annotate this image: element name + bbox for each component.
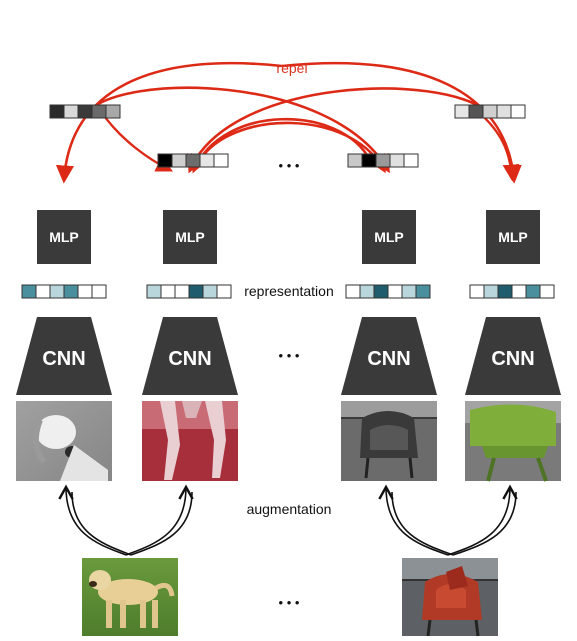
mlp-label-4: MLP (498, 229, 528, 245)
vector-cell (361, 153, 377, 168)
vector-cell (539, 284, 555, 299)
vector-cell (105, 104, 121, 119)
mlp-label-2: MLP (175, 229, 205, 245)
vector-cell (468, 104, 484, 119)
cnn-block-4: CNN (465, 317, 561, 395)
vector-cell (174, 284, 190, 299)
vector-cell (202, 284, 218, 299)
augmented-image-chair-gray (341, 401, 437, 481)
vector-cell (415, 284, 431, 299)
vector-cell (373, 284, 389, 299)
cnn-label-2: CNN (168, 348, 211, 370)
original-image-chair (402, 558, 498, 637)
vector-cell (375, 153, 391, 168)
vector-cell (35, 284, 51, 299)
vector-cell (171, 153, 187, 168)
augmented-image-dog-gray (16, 401, 112, 481)
vector-cell (49, 284, 65, 299)
vector-cell (63, 284, 79, 299)
vector-cell (213, 153, 229, 168)
vector-cell (387, 284, 403, 299)
vector-cell (389, 153, 405, 168)
mlp-block-2: MLP (163, 210, 217, 264)
ellipsis-bottom: • • • (279, 595, 300, 610)
vector-cell (157, 153, 173, 168)
vector-cell (511, 284, 527, 299)
vector-cell (91, 104, 107, 119)
vector-cell (63, 104, 79, 119)
ellipsis-middle: • • • (279, 348, 300, 363)
vector-cell (188, 284, 204, 299)
repel-arrow-outer-left (55, 61, 283, 184)
repel-arrow-right-to-mid (187, 87, 489, 174)
vector-cell (160, 284, 176, 299)
cnn-block-2: CNN (142, 317, 238, 395)
representation-vector-1 (21, 284, 107, 299)
mlp-block-3: MLP (362, 210, 416, 264)
vector-cell (510, 104, 526, 119)
representation-label: representation (244, 283, 334, 299)
cnn-label-4: CNN (491, 348, 534, 370)
vector-cell (403, 153, 419, 168)
cnn-block-3: CNN (341, 317, 437, 395)
vector-cell (347, 153, 363, 168)
repel-arrow-outer-right (281, 61, 522, 184)
vector-cell (525, 284, 541, 299)
vector-cell (199, 153, 215, 168)
vector-cell (91, 284, 107, 299)
representation-vector-2 (146, 284, 232, 299)
mlp-block-1: MLP (37, 210, 91, 264)
cnn-block-1: CNN (16, 317, 112, 395)
augmented-image-chair-green (465, 401, 561, 482)
repel-label: repel (276, 60, 307, 76)
vector-cell (77, 284, 93, 299)
vector-cell (496, 104, 512, 119)
vector-cell (216, 284, 232, 299)
vector-cell (77, 104, 93, 119)
vector-cell (185, 153, 201, 168)
vector-cell (359, 284, 375, 299)
vector-cell (454, 104, 470, 119)
vector-cell (497, 284, 513, 299)
ellipsis-top: • • • (279, 158, 300, 173)
augmented-image-dog-red (142, 401, 238, 481)
mlp-block-4: MLP (486, 210, 540, 264)
augmentation-label: augmentation (247, 501, 332, 517)
vector-cell (482, 104, 498, 119)
repel-arrows (55, 61, 522, 184)
mlp-label-3: MLP (374, 229, 404, 245)
vector-cell (401, 284, 417, 299)
vector-cell (49, 104, 65, 119)
vector-cell (21, 284, 37, 299)
vector-cell (146, 284, 162, 299)
vector-cell (469, 284, 485, 299)
cnn-label-3: CNN (367, 348, 410, 370)
projection-vector-top-right (454, 104, 526, 119)
repel-arrow-left-to-mid (87, 86, 390, 174)
projection-vector-mid-left (157, 153, 229, 168)
repel-arrow-inner-right (198, 121, 386, 174)
vector-cell (345, 284, 361, 299)
mlp-label-1: MLP (49, 229, 79, 245)
cnn-label-1: CNN (42, 348, 85, 370)
projection-vector-top-left (49, 104, 121, 119)
vector-cell (483, 284, 499, 299)
representation-vector-3 (345, 284, 431, 299)
representation-vector-4 (469, 284, 555, 299)
augmentation-arrows (58, 484, 518, 556)
projection-vector-mid-right (347, 153, 419, 168)
original-image-dog (82, 558, 178, 636)
